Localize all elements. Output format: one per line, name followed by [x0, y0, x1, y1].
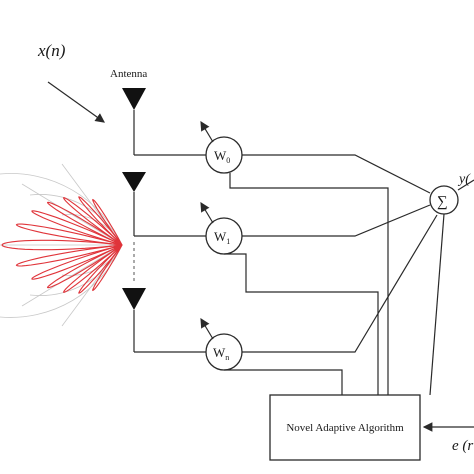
weight-w1: W1 [200, 201, 243, 255]
input-signal-label: x(n) [37, 41, 66, 60]
weight-w0-label: W0 [214, 148, 230, 165]
output-signal-label: y( [457, 172, 471, 187]
summation-icon: ∑ [437, 194, 448, 210]
weight-w0: W0 [200, 120, 243, 174]
weight-wn-label: Wn [213, 345, 229, 362]
beam-lobe [78, 244, 123, 294]
antenna-n [122, 288, 206, 353]
beam-lobe [15, 244, 123, 267]
beam-lobe [31, 210, 123, 246]
antenna-label: Antenna [110, 68, 147, 80]
feedback-lines [224, 173, 445, 396]
weighted-output-lines [242, 154, 438, 353]
beam-lobe [62, 197, 123, 246]
summer-node: ∑ y( [429, 172, 474, 215]
beam-lobe [78, 196, 123, 246]
algorithm-label: Novel Adaptive Algorithm [286, 422, 404, 434]
error-signal-label: e (r [452, 438, 473, 454]
beam-lobe [92, 198, 123, 246]
beam-lobe [15, 223, 123, 246]
beam-lobe [46, 201, 123, 246]
weight-wn: Wn [200, 317, 243, 371]
beam-lobe [31, 244, 123, 280]
beam-pattern [1, 196, 123, 294]
beam-lobe [92, 244, 123, 292]
incoming-signal-arrow [47, 81, 105, 123]
beam-lobe [62, 244, 123, 293]
antenna-0: Antenna [110, 68, 206, 156]
antenna-1 [122, 172, 206, 237]
adaptive-algorithm-block: Novel Adaptive Algorithm [269, 394, 421, 461]
beam-lobe [46, 244, 123, 289]
weight-w1-label: W1 [214, 229, 230, 246]
beam-lobe [1, 239, 123, 251]
polar-grid [0, 163, 123, 327]
